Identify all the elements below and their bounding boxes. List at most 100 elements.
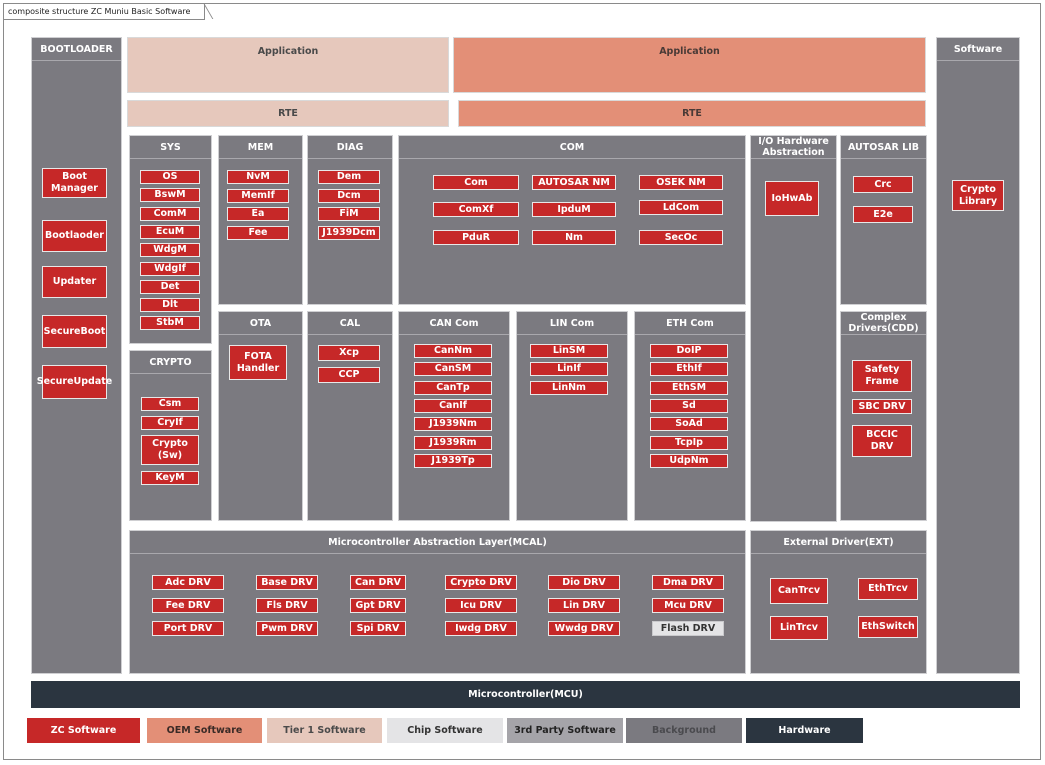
module-dcm[interactable]: Dcm xyxy=(318,188,380,203)
autosar-lib-title: AUTOSAR LIB xyxy=(841,136,926,159)
module-secureboot[interactable]: SecureBoot xyxy=(42,315,107,348)
module-secoc[interactable]: SecOc xyxy=(639,230,723,245)
module-cannm[interactable]: CanNm xyxy=(414,344,492,358)
module-dlt[interactable]: Dlt xyxy=(140,298,200,313)
module-crypto-drv[interactable]: Crypto DRV xyxy=(445,575,517,590)
module-soad[interactable]: SoAd xyxy=(650,417,728,432)
module-ea[interactable]: Ea xyxy=(227,207,289,222)
module-lin-drv[interactable]: Lin DRV xyxy=(548,598,620,613)
module-ethtrcv[interactable]: EthTrcv xyxy=(858,578,918,600)
module-adc-drv[interactable]: Adc DRV xyxy=(152,575,224,590)
module-keym[interactable]: KeyM xyxy=(141,471,199,485)
module-pwm-drv[interactable]: Pwm DRV xyxy=(256,621,318,636)
module-j1939dcm[interactable]: J1939Dcm xyxy=(318,226,380,241)
com-title: COM xyxy=(399,136,745,159)
com-block: COM xyxy=(398,135,746,305)
module-gpt-drv[interactable]: Gpt DRV xyxy=(350,598,406,613)
module-safety-frame[interactable]: Safety Frame xyxy=(852,360,912,392)
module-sd[interactable]: Sd xyxy=(650,398,728,413)
module-memif[interactable]: MemIf xyxy=(227,188,289,203)
module-nm[interactable]: Nm xyxy=(532,230,616,245)
microcontroller-bar[interactable]: Microcontroller(MCU) xyxy=(31,681,1020,708)
module-bccic-drv[interactable]: BCCIC DRV xyxy=(852,425,912,457)
module-lintrcv[interactable]: LinTrcv xyxy=(770,616,828,640)
module-ethsm[interactable]: EthSM xyxy=(650,380,728,395)
module-ethswitch[interactable]: EthSwitch xyxy=(858,616,918,638)
module-bootlaoder[interactable]: Bootlaoder xyxy=(42,220,107,252)
module-cantp[interactable]: CanTp xyxy=(414,380,492,395)
module-crypto-sw[interactable]: Crypto (Sw) xyxy=(141,435,199,465)
rte-oem[interactable]: RTE xyxy=(458,100,926,127)
module-boot-manager[interactable]: Boot Manager xyxy=(42,168,107,198)
module-det[interactable]: Det xyxy=(140,279,200,294)
module-wdgm[interactable]: WdgM xyxy=(140,243,200,258)
module-iohwab[interactable]: IoHwAb xyxy=(765,181,819,216)
module-mcu-drv[interactable]: Mcu DRV xyxy=(652,598,724,613)
module-j1939nm[interactable]: J1939Nm xyxy=(414,417,492,432)
module-secureupdate[interactable]: SecureUpdate xyxy=(37,365,112,399)
mem-title: MEM xyxy=(219,136,302,159)
module-fota-handler[interactable]: FOTA Handler xyxy=(229,345,287,380)
legend-oem-software: OEM Software xyxy=(147,718,262,743)
module-cryif[interactable]: CryIf xyxy=(141,416,199,430)
module-canif[interactable]: CanIf xyxy=(414,398,492,413)
legend-tier-1-software: Tier 1 Software xyxy=(267,718,382,743)
module-updater[interactable]: Updater xyxy=(42,266,107,298)
module-comxf[interactable]: ComXf xyxy=(433,202,519,217)
module-j1939tp[interactable]: J1939Tp xyxy=(414,453,492,468)
module-ccp[interactable]: CCP xyxy=(318,367,380,383)
module-tcpip[interactable]: TcpIp xyxy=(650,435,728,450)
module-ipdum[interactable]: IpduM xyxy=(532,202,616,217)
module-dma-drv[interactable]: Dma DRV xyxy=(652,575,724,590)
module-wwdg-drv[interactable]: Wwdg DRV xyxy=(548,621,620,636)
module-port-drv[interactable]: Port DRV xyxy=(152,621,224,636)
module-com[interactable]: Com xyxy=(433,175,519,190)
application-oem[interactable]: Application xyxy=(453,37,926,93)
module-nvm[interactable]: NvM xyxy=(227,170,289,184)
application-tier1[interactable]: Application xyxy=(127,37,449,93)
module-pdur[interactable]: PduR xyxy=(433,230,519,245)
module-spi-drv[interactable]: Spi DRV xyxy=(350,621,406,636)
module-can-drv[interactable]: Can DRV xyxy=(350,575,406,590)
module-dem[interactable]: Dem xyxy=(318,170,380,184)
module-iwdg-drv[interactable]: Iwdg DRV xyxy=(445,621,517,636)
module-doip[interactable]: DoIP xyxy=(650,344,728,358)
module-base-drv[interactable]: Base DRV xyxy=(256,575,318,590)
module-crypto-library[interactable]: Crypto Library xyxy=(952,180,1004,211)
module-fls-drv[interactable]: Fls DRV xyxy=(256,598,318,613)
module-crc[interactable]: Crc xyxy=(853,176,913,193)
module-ecum[interactable]: EcuM xyxy=(140,224,200,239)
module-linif[interactable]: LinIf xyxy=(530,362,608,377)
module-cantrcv[interactable]: CanTrcv xyxy=(770,578,828,604)
module-ldcom[interactable]: LdCom xyxy=(639,200,723,215)
module-cansm[interactable]: CanSM xyxy=(414,362,492,377)
lin-com-title: LIN Com xyxy=(517,312,627,335)
module-flash-drv[interactable]: Flash DRV xyxy=(652,621,724,636)
module-j1939rm[interactable]: J1939Rm xyxy=(414,435,492,450)
module-os[interactable]: OS xyxy=(140,170,200,184)
module-comm[interactable]: ComM xyxy=(140,206,200,221)
diagram-tab[interactable]: composite structure ZC Muniu Basic Softw… xyxy=(4,4,206,20)
module-dio-drv[interactable]: Dio DRV xyxy=(548,575,620,590)
module-udpnm[interactable]: UdpNm xyxy=(650,453,728,468)
module-bswm[interactable]: BswM xyxy=(140,188,200,203)
module-csm[interactable]: Csm xyxy=(141,397,199,411)
module-fim[interactable]: FiM xyxy=(318,207,380,222)
module-wdgif[interactable]: WdgIf xyxy=(140,261,200,276)
module-osek-nm[interactable]: OSEK NM xyxy=(639,175,723,190)
module-fee[interactable]: Fee xyxy=(227,226,289,241)
module-stbm[interactable]: StbM xyxy=(140,316,200,331)
legend-chip-software: Chip Software xyxy=(387,718,503,743)
module-icu-drv[interactable]: Icu DRV xyxy=(445,598,517,613)
diag-title: DIAG xyxy=(308,136,392,159)
module-linnm[interactable]: LinNm xyxy=(530,380,608,395)
module-ethif[interactable]: EthIf xyxy=(650,362,728,377)
rte-tier1[interactable]: RTE xyxy=(127,100,449,127)
module-linsm[interactable]: LinSM xyxy=(530,344,608,358)
crypto-title: CRYPTO xyxy=(130,351,211,374)
module-e2e[interactable]: E2e xyxy=(853,206,913,223)
module-fee-drv[interactable]: Fee DRV xyxy=(152,598,224,613)
module-xcp[interactable]: Xcp xyxy=(318,345,380,361)
module-sbc-drv[interactable]: SBC DRV xyxy=(852,399,912,414)
module-autosar-nm[interactable]: AUTOSAR NM xyxy=(532,175,616,190)
